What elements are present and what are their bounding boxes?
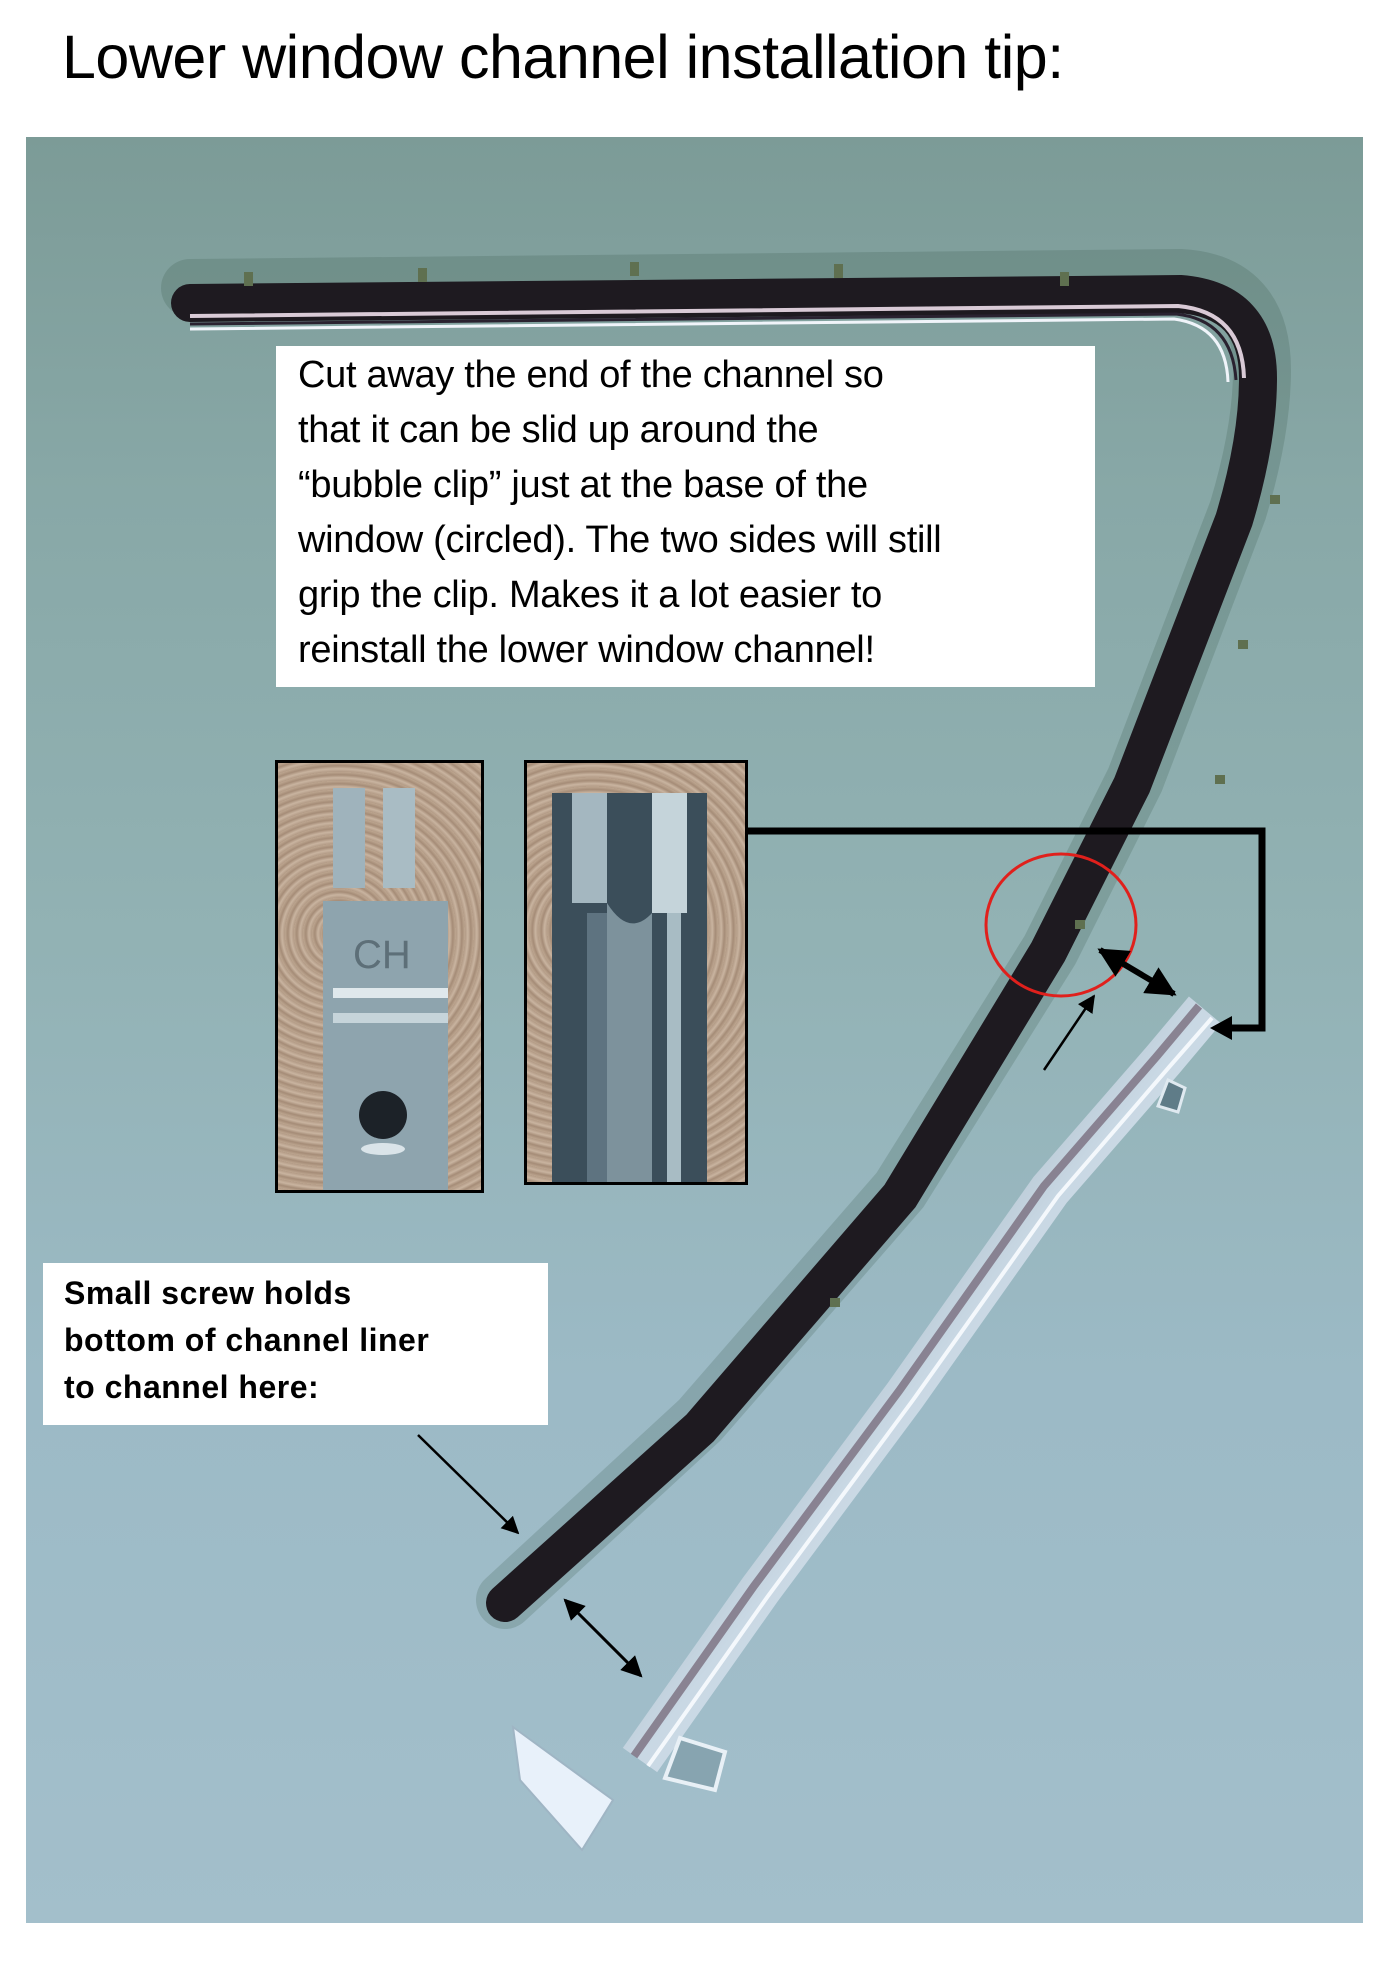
page-title: Lower window channel installation tip: (62, 23, 1064, 91)
note-line: bottom of channel liner (64, 1322, 430, 1358)
gap-double-arrow-top (1097, 947, 1177, 997)
metal-channel (511, 996, 1222, 1852)
installation-tip-note: Cut away the end of the channel so that … (276, 346, 1095, 687)
screw-pointer-arrow (417, 1434, 520, 1535)
svg-text:CH: CH (353, 933, 411, 977)
note-line: Cut away the end of the channel so (298, 354, 884, 396)
upper-bracket (1156, 1077, 1187, 1114)
cut-channel-illustration (552, 793, 707, 1182)
screw-note: Small screw holds bottom of channel line… (43, 1263, 548, 1425)
bubble-clip-pointer-arrow (1042, 994, 1096, 1071)
note-line: “bubble clip” just at the base of the (298, 464, 868, 506)
liner-clips (244, 262, 1280, 1307)
end-plate (511, 1724, 615, 1852)
connector-line (643, 827, 1266, 1032)
connector-arrowhead (1210, 1016, 1232, 1040)
window-channel-liner (171, 262, 1280, 1622)
lower-bracket (662, 1735, 728, 1793)
bubble-clip-illustration: CH (323, 788, 448, 1190)
gap-double-arrow-bottom (563, 1598, 643, 1678)
inset-cut-channel (524, 760, 748, 1185)
inset-bubble-clip: CH (275, 760, 484, 1193)
note-line: that it can be slid up around the (298, 409, 819, 451)
note-line: window (circled). The two sides will sti… (298, 519, 942, 561)
note-line: to channel here: (64, 1369, 320, 1405)
note-line: Small screw holds (64, 1275, 352, 1311)
note-line: reinstall the lower window channel! (298, 629, 875, 671)
photo-illustration (161, 248, 1292, 1852)
bubble-clip-circle (984, 852, 1138, 998)
note-line: grip the clip. Makes it a lot easier to (298, 574, 882, 616)
